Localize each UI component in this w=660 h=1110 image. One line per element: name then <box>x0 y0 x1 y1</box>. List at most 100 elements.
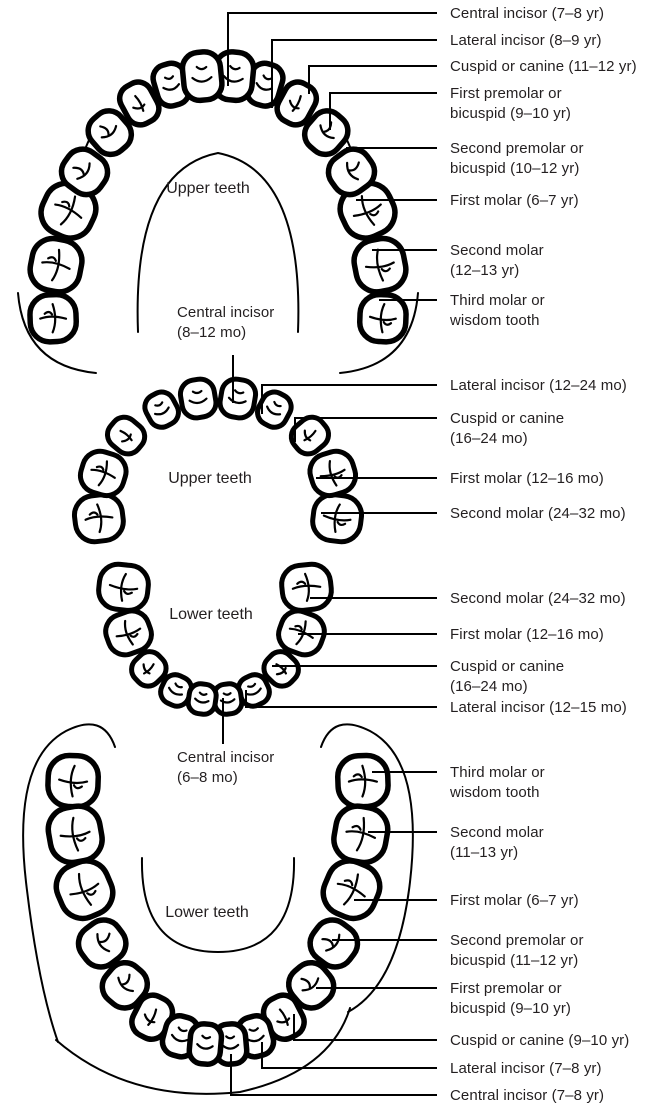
lower-deciduous-arch-title: Lower teeth <box>169 606 253 623</box>
leader-line <box>294 417 437 442</box>
tooth-fissure <box>153 406 170 416</box>
label-lp-third-molar: Third molar or wisdom tooth <box>450 764 545 801</box>
tooth-outline <box>53 858 116 922</box>
tooth-fissure <box>319 124 335 140</box>
tooth-fissure <box>50 248 61 282</box>
tooth-first-premolar <box>85 108 135 158</box>
leader-lines <box>222 12 437 1096</box>
tooth-fissure <box>191 76 213 83</box>
tooth-fissure <box>303 429 317 442</box>
tooth-fissure <box>129 632 139 638</box>
tooth-outline <box>320 858 383 922</box>
tooth-second-molar <box>351 235 409 295</box>
leader-line <box>271 39 437 108</box>
label-lp-lateral-incisor: Lateral incisor (7–8 yr) <box>450 1060 602 1077</box>
tooth-fissure <box>375 248 385 282</box>
tooth-fissure <box>247 682 257 688</box>
tooth-fissure <box>96 503 103 534</box>
tooth-fissure <box>221 1043 240 1050</box>
leader-line <box>308 65 437 94</box>
tooth-first-molar <box>53 858 116 922</box>
upper-deciduous-arch-title: Upper teeth <box>168 470 252 487</box>
tooth-outline <box>96 561 151 613</box>
tooth-fissure <box>54 203 83 219</box>
tooth-fissure <box>194 697 210 704</box>
tooth-outline <box>310 492 365 545</box>
tooth-fissure <box>98 932 111 944</box>
tooth-fissure <box>162 83 181 91</box>
label-ud-second-molar: Second molar (24–32 mo) <box>450 505 626 522</box>
tooth-fissure <box>167 686 184 696</box>
tooth-fissure <box>119 572 127 602</box>
tooth-fissure <box>262 74 273 81</box>
leader-line <box>227 12 437 86</box>
tooth-fissure <box>291 94 302 112</box>
label-lp-central-incisor: Central incisor (7–8 yr) <box>450 1087 605 1104</box>
label-up-second-premolar: Second premolar or bicuspid (10–12 yr) <box>450 140 584 177</box>
lower-permanent-arch <box>45 752 391 1067</box>
tooth-fissure <box>336 520 347 527</box>
tooth-fissure <box>355 816 366 852</box>
tooth-fissure <box>336 882 366 898</box>
tooth-third-molar <box>335 752 391 810</box>
tooth-lateral-incisor <box>255 389 294 430</box>
tooth-fissure <box>119 429 133 442</box>
tooth-fissure <box>170 1033 189 1043</box>
label-ud-central-incisor: Central incisor (8–12 mo) <box>177 304 275 341</box>
tooth-first-molar <box>307 448 359 499</box>
tooth-second-molar <box>310 492 365 545</box>
label-up-central-incisor: Central incisor (7–8 yr) <box>450 5 605 22</box>
tooth-outline <box>75 917 129 970</box>
tooth-fissure <box>229 64 241 71</box>
tooth-outline <box>58 146 111 198</box>
tooth-fissure <box>342 873 360 906</box>
tooth-outline <box>27 235 85 295</box>
tooth-outline <box>116 79 162 128</box>
tooth-fissure <box>325 933 341 952</box>
tooth-fissure <box>51 303 57 334</box>
tooth-outline <box>103 608 154 658</box>
tooth-outline <box>325 146 378 198</box>
tooth-fissure <box>276 1017 291 1024</box>
tooth-fissure <box>84 515 114 521</box>
tooth-fissure <box>90 468 116 479</box>
label-ld-central-incisor: Central incisor (6–8 mo) <box>177 749 275 786</box>
tooth-second-premolar <box>75 917 129 970</box>
tooth-outline <box>279 561 334 613</box>
tooth-central-incisor <box>186 1021 225 1067</box>
leader-line <box>230 1054 437 1096</box>
label-up-first-molar: First molar (6–7 yr) <box>450 192 579 209</box>
tooth-fissure <box>108 583 139 591</box>
tooth-fissure <box>58 778 89 785</box>
tooth-fissure <box>360 195 376 226</box>
tooth-fissure <box>201 1034 212 1040</box>
tooth-fissure <box>222 692 232 696</box>
tooth-fissure <box>43 310 54 316</box>
tooth-fissure <box>352 773 363 779</box>
label-lp-second-premolar: Second premolar or bicuspid (11–12 yr) <box>450 932 584 969</box>
gum-line <box>140 857 296 954</box>
tooth-fissure <box>72 784 84 790</box>
tooth-fissure <box>379 303 386 334</box>
label-lp-second-molar: Second molar (11–13 yr) <box>450 824 544 861</box>
label-up-first-premolar: First premolar or bicuspid (9–10 yr) <box>450 85 572 122</box>
label-up-second-molar: Second molar (12–13 yr) <box>450 242 544 279</box>
tooth-fissure <box>39 315 68 320</box>
tooth-outline <box>307 448 359 499</box>
tooth-outline <box>288 414 332 457</box>
tooth-fissure <box>321 938 335 948</box>
tooth-outline <box>357 291 409 345</box>
tooth-fissure <box>163 75 175 80</box>
tooth-fissure <box>352 203 382 217</box>
tooth-fissure <box>75 836 87 842</box>
tooth-fissure <box>123 589 133 596</box>
gum-line <box>22 723 116 1043</box>
gum-line <box>136 151 300 333</box>
tooth-second-premolar <box>307 917 361 970</box>
tooth-cuspid <box>129 992 176 1042</box>
tooth-first-molar <box>320 858 383 922</box>
tooth-fissure <box>69 764 76 798</box>
tooth-fissure <box>225 1035 236 1040</box>
tooth-fissure <box>361 764 367 798</box>
